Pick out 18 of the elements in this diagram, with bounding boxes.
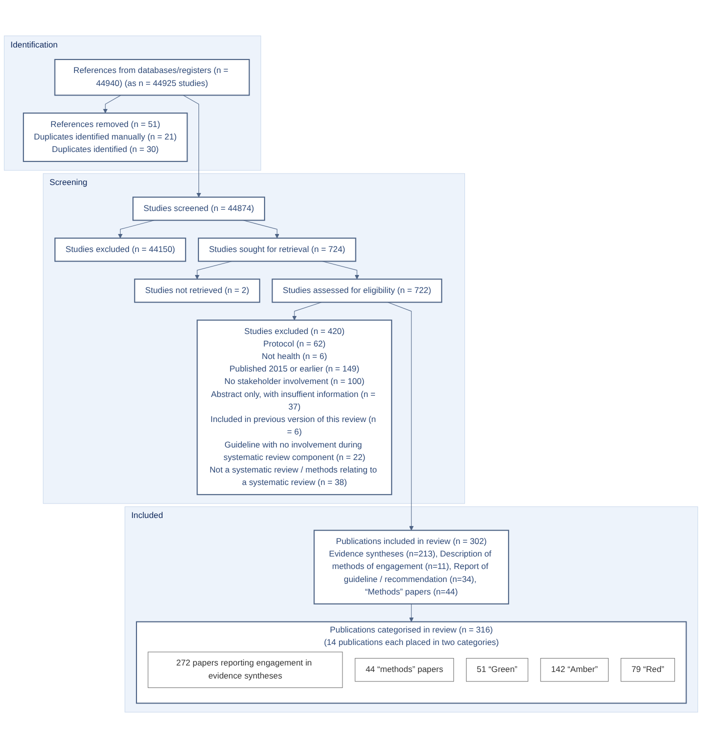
node-box: Studies sought for retrieval (n = 724) xyxy=(198,238,356,262)
node-box: Studies assessed for eligibility (n = 722) xyxy=(272,278,442,303)
node-box: References from databases/registers (n = 44940) (as n = 44925 studies) xyxy=(54,58,250,96)
node-box: 79 “Red” xyxy=(620,658,675,682)
node-box: References removed (n = 51) Duplicates identified manually (n = 21) Duplicates identified (n = 30) xyxy=(22,112,188,162)
node-box: 44 “methods” papers xyxy=(354,658,454,682)
node-box: Studies not retrieved (n = 2) xyxy=(134,278,260,303)
arrow xyxy=(409,604,414,622)
node-box: Studies excluded (n = 44150) xyxy=(54,238,186,262)
arrow xyxy=(182,94,202,198)
node-box: Publications included in review (n = 302) Evidence syntheses (n=213), Description of methods of engagement (n=11), Report of guideline / recommendation (n=34), “Methods” papers (n=44) xyxy=(314,530,510,604)
arrow xyxy=(387,302,414,531)
node-box: Studies screened (n = 44874) xyxy=(132,196,266,221)
arrow xyxy=(103,94,122,114)
node-box: 51 “Green” xyxy=(466,658,528,682)
node-box: 272 papers reporting engagement in evidence syntheses xyxy=(148,652,343,688)
node-box: 142 “Amber” xyxy=(540,658,609,682)
node-box: Studies excluded (n = 420) Protocol (n = 62) Not health (n = 6) Published 2015 or earlier (n = 149) No stakeholder involvement (n = 100) Abstract only, with insuffient information (n = 37) Included in previous version of this review (n = 6) Guideline with no involvement during systematic review component (n = 22) Not a systematic review / methods relating to a systematic review (n = 38) xyxy=(196,320,392,496)
